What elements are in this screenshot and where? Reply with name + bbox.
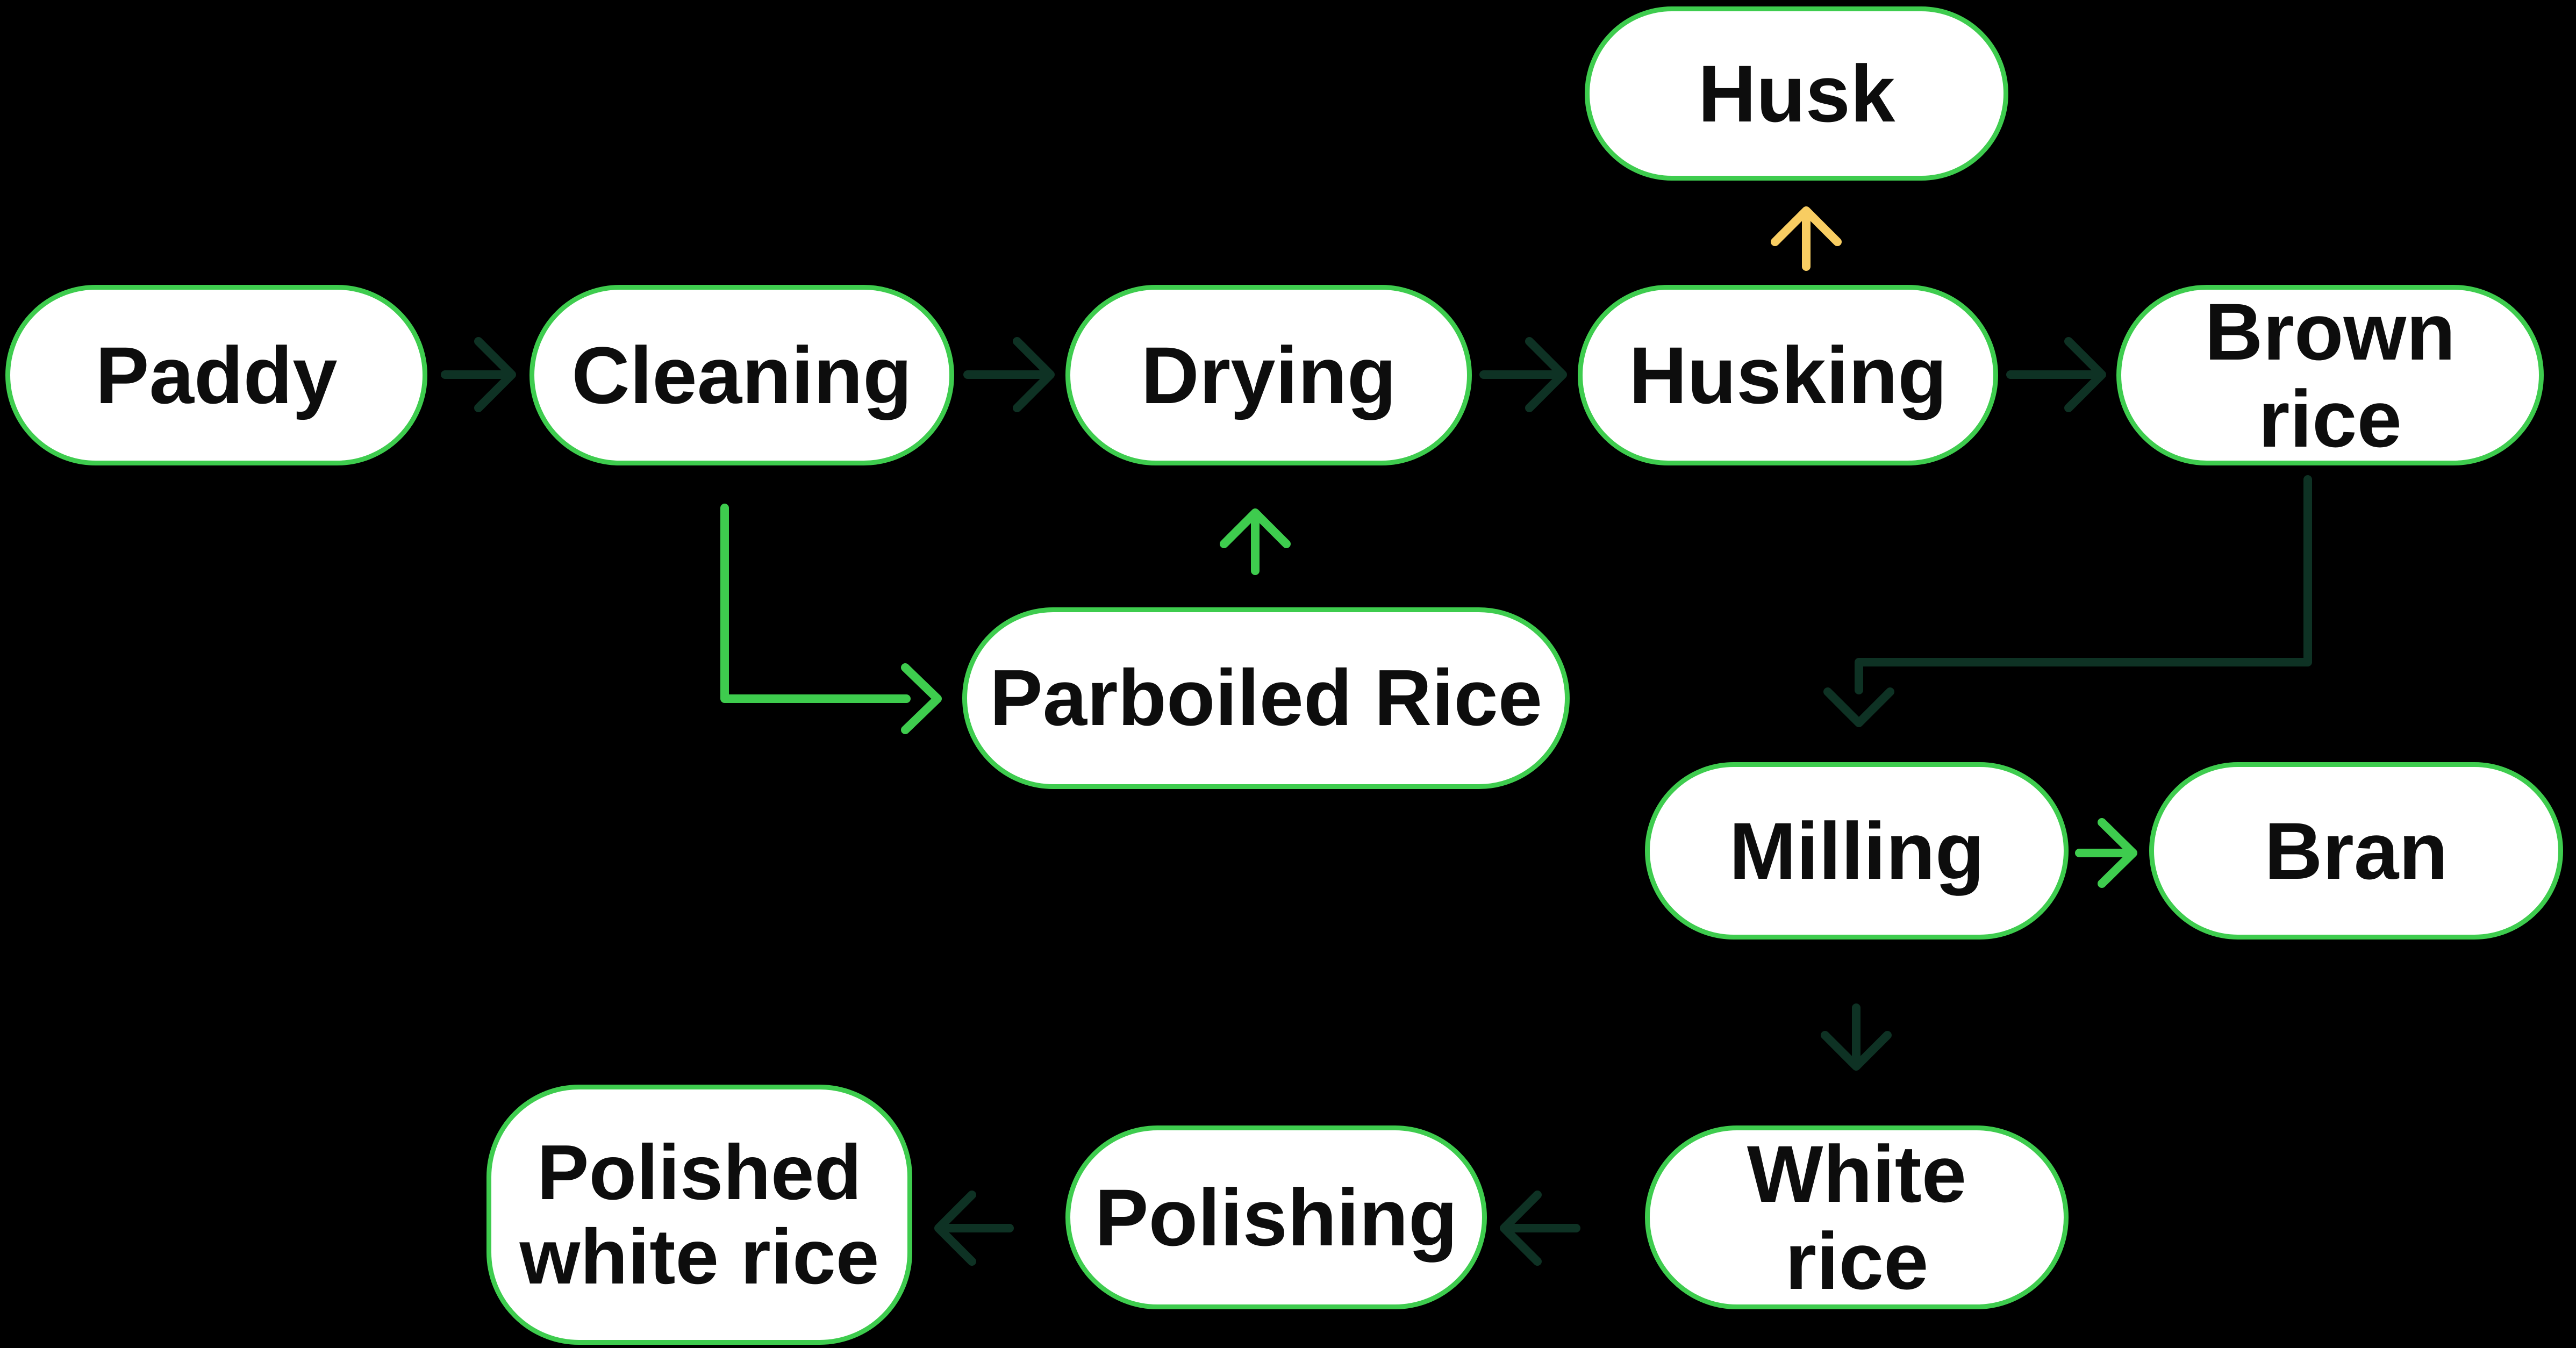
node-parboiled-rice: Parboiled Rice [962, 607, 1570, 789]
edge-brown-rice-to-milling-arrow [1823, 475, 2312, 727]
edge-paddy-to-cleaning-arrow [441, 337, 516, 412]
node-brown-rice-label: Brown rice [2205, 286, 2456, 464]
node-polishing-label: Polishing [1094, 1172, 1458, 1263]
node-husk-label: Husk [1698, 48, 1895, 139]
node-milling: Milling [1645, 762, 2069, 940]
node-paddy: Paddy [5, 285, 427, 465]
node-husking: Husking [1578, 285, 1998, 465]
node-cleaning-label: Cleaning [571, 330, 912, 420]
node-polished-white-rice-label: Polished white rice [519, 1129, 879, 1300]
node-polishing: Polishing [1065, 1125, 1487, 1309]
edge-husking-to-husk-arrow [1771, 206, 1842, 271]
node-husking-label: Husking [1629, 330, 1947, 420]
edge-milling-to-white-rice-arrow [1821, 1003, 1892, 1071]
edge-cleaning-to-parboiled-rice-arrow [720, 504, 942, 734]
edge-drying-to-husking-arrow [1479, 337, 1567, 412]
edge-parboiled-rice-to-drying-arrow [1220, 508, 1291, 575]
node-parboiled-rice-label: Parboiled Rice [989, 654, 1543, 743]
edge-white-rice-to-polishing-arrow [1500, 1191, 1580, 1266]
node-white-rice: White rice [1645, 1125, 2069, 1309]
edge-polishing-to-polished-white-rice-arrow [934, 1191, 1014, 1266]
node-milling-label: Milling [1729, 806, 1985, 896]
node-bran-label: Bran [2264, 806, 2448, 896]
edge-cleaning-to-drying-arrow [963, 337, 1055, 412]
node-paddy-label: Paddy [95, 330, 338, 420]
node-drying: Drying [1065, 285, 1472, 465]
node-white-rice-label: White rice [1747, 1129, 1967, 1306]
node-bran: Bran [2149, 762, 2563, 940]
edge-milling-to-bran-arrow [2075, 818, 2137, 888]
node-drying-label: Drying [1141, 330, 1397, 420]
node-cleaning: Cleaning [529, 285, 954, 465]
node-polished-white-rice: Polished white rice [486, 1085, 912, 1345]
node-husk: Husk [1585, 6, 2008, 181]
edge-husking-to-brown-rice-arrow [2006, 337, 2106, 412]
node-brown-rice: Brown rice [2116, 285, 2544, 465]
